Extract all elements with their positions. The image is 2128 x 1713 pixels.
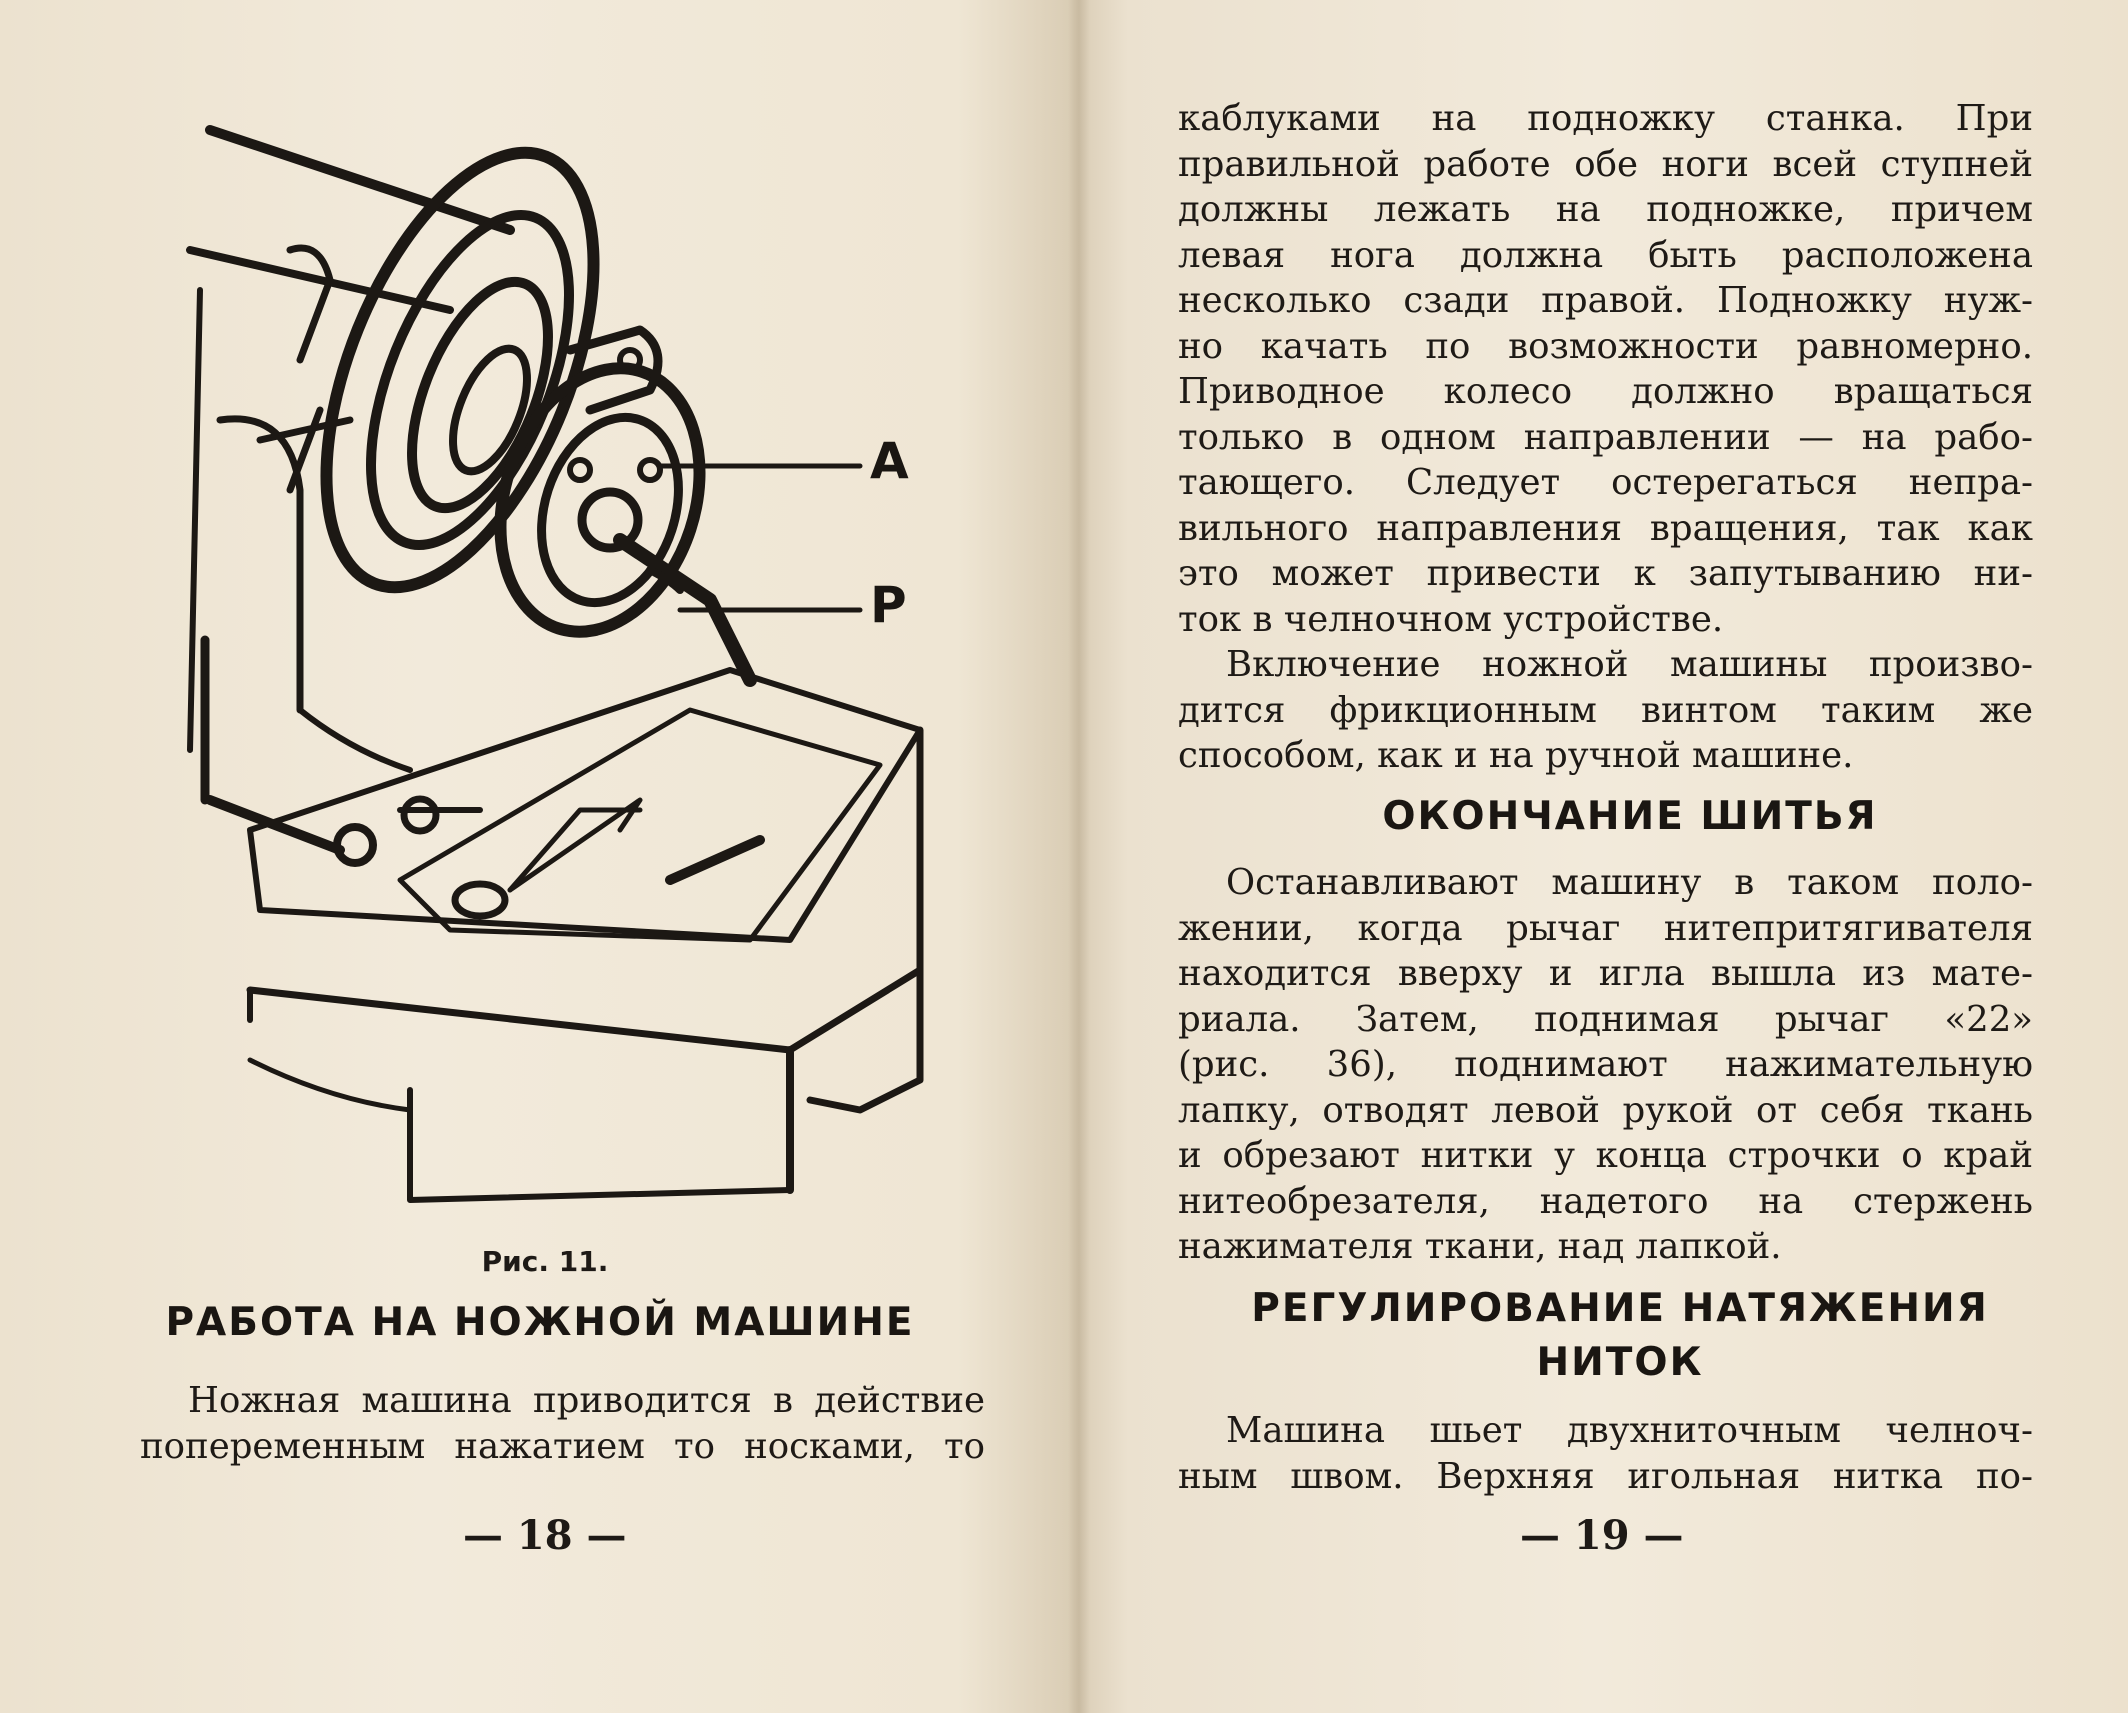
section-heading-thread-tension: РЕГУЛИРОВАНИЕ НАТЯЖЕНИЯ НИТОК xyxy=(1200,1282,2040,1390)
figure-label-a: A xyxy=(870,432,909,490)
text-line: каблуками на подножку станка. При xyxy=(1178,98,2033,139)
section-heading-foot-machine: РАБОТА НА НОЖНОЙ МАШИНЕ xyxy=(165,1300,915,1345)
text-line: и обрезают нитки у конца строчки о край xyxy=(1178,1135,2033,1176)
text-line: Машина шьет двухниточным челноч- xyxy=(1226,1410,2033,1451)
text-line: ток в челночном устройстве. xyxy=(1178,598,1724,640)
text-line: это может привести к запутыванию ни- xyxy=(1178,553,2033,594)
section-heading-finishing: ОКОНЧАНИЕ ШИТЬЯ xyxy=(1382,794,1878,839)
text-line: нитеобрезателя, надетого на стержень xyxy=(1178,1180,2033,1222)
text-line: находится вверху и игла вышла из мате- xyxy=(1178,953,2033,994)
book-fold xyxy=(1068,0,1090,1713)
text-line: должны лежать на подножке, причем xyxy=(1178,189,2033,230)
heading-line: РЕГУЛИРОВАНИЕ НАТЯЖЕНИЯ xyxy=(1251,1286,1989,1331)
text-line: лапку, отводят левой рукой от себя ткань xyxy=(1178,1089,2033,1131)
sewing-machine-drawing xyxy=(186,125,924,1203)
text-line: попеременным нажатием то носками, то xyxy=(140,1425,985,1467)
right-paragraph-4: Машина шьет двухниточным челноч- ным шво… xyxy=(1178,1408,2033,1499)
text-line: способом, как и на ручной машине. xyxy=(1178,735,1854,776)
text-line: риала. Затем, поднимая рычаг «22» xyxy=(1178,998,2033,1040)
left-page-text: Ножная машина приводится в действие попе… xyxy=(140,1378,985,1469)
text-line: левая нога должна быть расположена xyxy=(1178,234,2033,276)
sewing-machine-illustration: A P xyxy=(150,110,980,1220)
right-paragraph-3: Останавливают машину в таком поло- жении… xyxy=(1178,860,2033,1270)
text-line: нажимателя ткани, над лапкой. xyxy=(1178,1226,1782,1267)
left-page: A P Рис. 11. РАБОТА НА НОЖНОЙ МАШИНЕ Нож… xyxy=(140,110,985,1559)
text-line: жении, когда рычаг нитепритягивателя xyxy=(1178,907,2033,949)
text-line: только в одном направлении — на рабо- xyxy=(1178,416,2033,458)
text-line: тающего. Следует остерегаться непра- xyxy=(1178,462,2033,503)
heading-line: НИТОК xyxy=(1536,1340,1704,1385)
figure-caption: Рис. 11. xyxy=(481,1245,609,1278)
text-line: но качать по возможности равномерно. xyxy=(1178,325,2033,367)
text-line: Включение ножной машины произво- xyxy=(1226,644,2033,685)
text-line: (рис. 36), поднимают нажимательную xyxy=(1178,1044,2033,1085)
text-line: правильной работе обе ноги всей ступней xyxy=(1178,143,2033,185)
text-line: несколько сзади правой. Подножку нуж- xyxy=(1178,280,2033,321)
page-number-right: — 19 — xyxy=(1520,1512,1684,1559)
figure-label-p: P xyxy=(870,576,907,634)
text-line: вильного направления вращения, так как xyxy=(1178,507,2033,549)
text-line: дится фрикционным винтом таким же xyxy=(1178,689,2033,731)
page-number-left: — 18 — xyxy=(463,1512,627,1559)
text-line: Останавливают машину в таком поло- xyxy=(1226,862,2033,903)
text-line: Ножная машина приводится в действие xyxy=(188,1380,985,1421)
text-line: ным швом. Верхняя игольная нитка по- xyxy=(1178,1455,2033,1497)
right-paragraph-1: каблуками на подножку станка. При правил… xyxy=(1178,96,2033,779)
text-line: Приводное колесо должно вращаться xyxy=(1178,371,2033,412)
